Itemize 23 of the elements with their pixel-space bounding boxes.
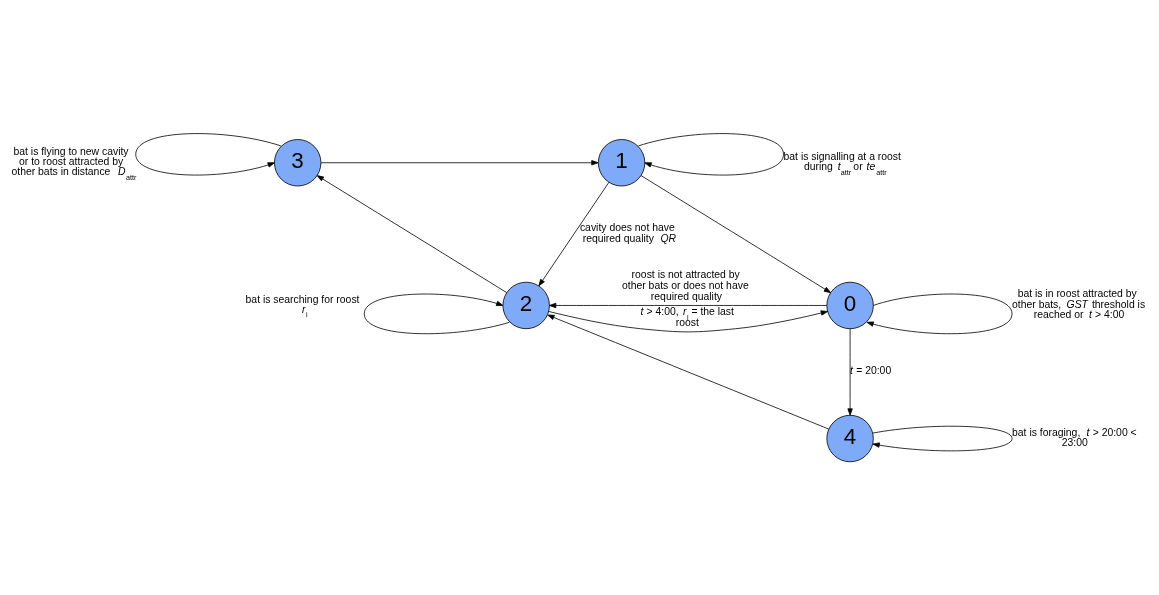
edge-label: t = 20:00 [850,364,892,376]
edge-label: bat is in roost attracted by other bats, GST threshold is reached or t > 4:00 [1012,288,1146,321]
arrow [316,175,508,294]
arrow [547,314,830,430]
arrow [320,160,599,166]
arrow [872,425,1013,452]
edge-label: bat is foraging, t > 20:00 < 23:00 [1012,426,1137,449]
node-circle: 1 [597,139,646,187]
node-circle: 2 [502,281,550,330]
arrow [640,175,832,294]
edge-label: bat is flying to new cavity or to roost attracted by other bats in distance D$_{attr}$ [11,145,137,182]
arrow [538,181,610,287]
arrow [549,302,828,309]
arrow [866,293,1013,335]
node-circle: 4 [826,414,874,463]
edge-label: cavity does not have required quality QR [579,222,677,244]
arrow [847,328,853,416]
edge-label: bat is signalling at a roost during t$_{attr}$ or te$_{attr}$ [783,150,901,177]
edge-label: roost is not attracted by other bats or does not have required quality [621,268,749,303]
edge-label: t > 4:00, r$_{i}$ = the last roost [640,306,734,328]
node-circle: 3 [274,139,322,187]
edge-label: bat is searching for roost r$_{i}$ [245,293,360,320]
arrow [548,310,828,333]
